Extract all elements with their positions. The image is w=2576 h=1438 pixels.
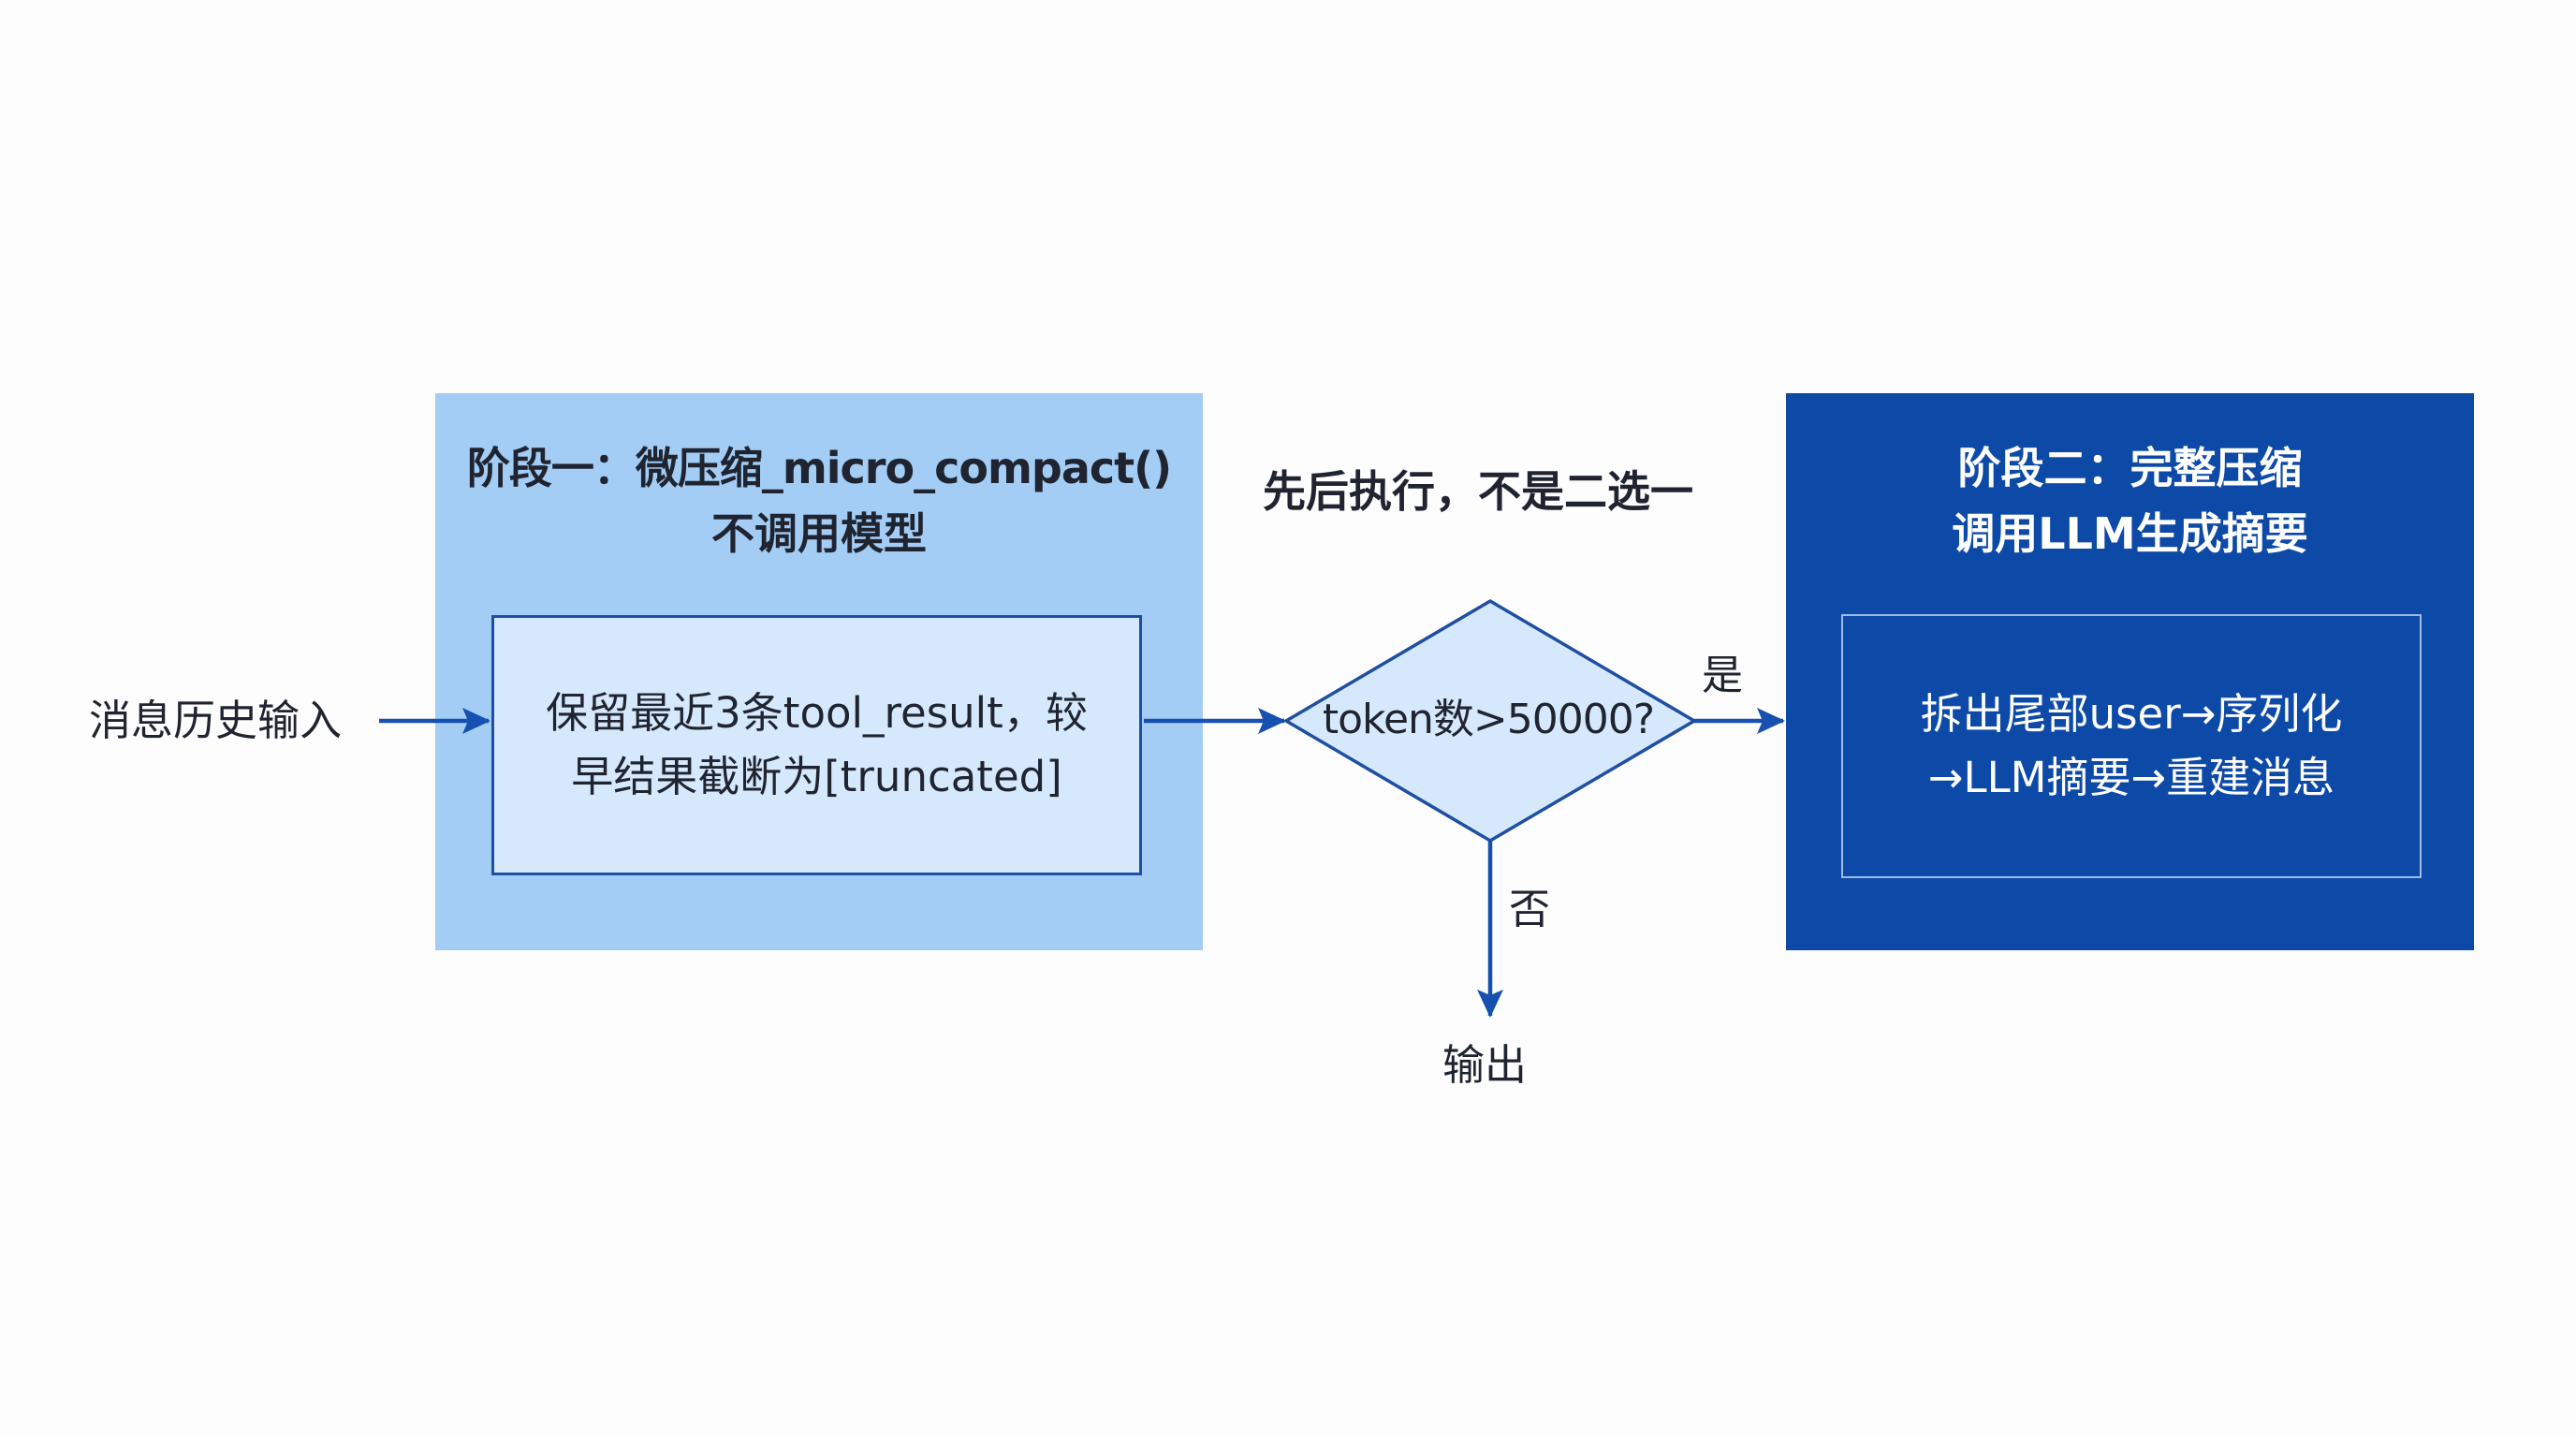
stage-two-panel (1786, 393, 2474, 950)
decision-label: token数>50000? (1322, 696, 1655, 743)
output-label: 输出 (1442, 1040, 1528, 1090)
stage-one-title: 阶段一：微压缩_micro_compact() 不调用模型 (435, 435, 1203, 566)
stage-two-body-line1: 拆出尾部user→序列化 (1920, 689, 2343, 739)
stage-two-title: 阶段二：完整压缩 调用LLM生成摘要 (1786, 435, 2474, 566)
stage-one-title-line1: 阶段一：微压缩_micro_compact() (466, 443, 1172, 493)
stage-two-title-line2: 调用LLM生成摘要 (1952, 508, 2308, 559)
stage-one-process-box: 保留最近3条tool_result，较 早结果截断为[truncated] (491, 615, 1142, 875)
stage-two-process-box: 拆出尾部user→序列化 →LLM摘要→重建消息 (1841, 614, 2422, 878)
stage-one-body-line2: 早结果截断为[truncated] (571, 752, 1062, 801)
stage-two-title-line1: 阶段二：完整压缩 (1957, 443, 2303, 493)
stage-two-body-line2: →LLM摘要→重建消息 (1927, 753, 2335, 802)
sequence-note: 先后执行，不是二选一 (1263, 466, 1693, 517)
yes-branch-label: 是 (1702, 652, 1743, 699)
stage-one-title-line2: 不调用模型 (711, 508, 927, 559)
no-branch-label: 否 (1509, 886, 1550, 933)
input-label: 消息历史输入 (89, 696, 343, 745)
stage-one-body-line1: 保留最近3条tool_result，较 (546, 688, 1088, 738)
